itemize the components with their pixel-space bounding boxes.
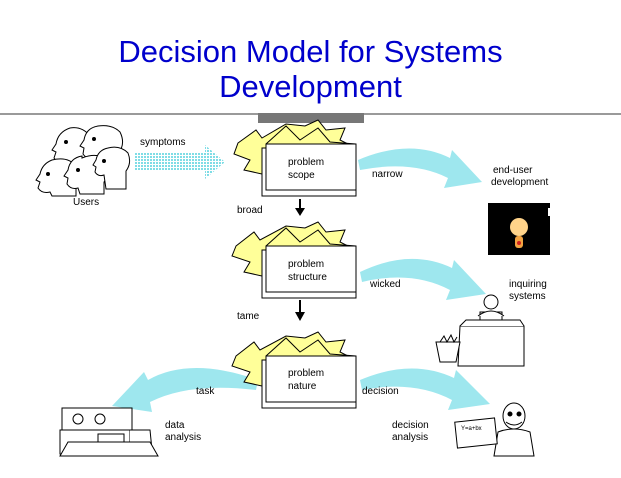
symptoms-label: symptoms	[140, 137, 186, 148]
down-arrow-1	[295, 199, 305, 216]
problem-scope-box	[233, 119, 357, 197]
box-nature-label-1: problem	[288, 368, 325, 379]
box-scope-label-2: scope	[288, 170, 315, 181]
page-title-line-1: Decision Model for Systems	[118, 34, 503, 69]
inquiring-label-1: inquiring	[509, 279, 547, 290]
symptoms-arrow	[135, 145, 225, 179]
end-user-label-1: end-user	[493, 165, 533, 176]
decision-arrow	[360, 368, 490, 410]
narrow-arrow	[358, 148, 482, 188]
box-structure-label-2: structure	[288, 272, 327, 283]
wicked-arrow	[360, 258, 486, 300]
page-title-line-2: Development	[219, 69, 402, 104]
title-divider-bar	[258, 113, 364, 123]
narrow-label: narrow	[372, 169, 403, 180]
decision-analysis-label-2: analysis	[392, 432, 429, 443]
problem-structure-box	[231, 221, 357, 299]
users-heads-icon	[35, 125, 131, 197]
decision-analysis-label-1: decision	[392, 420, 429, 431]
decision-label: decision	[362, 386, 399, 397]
down-arrow-2	[295, 300, 305, 321]
wicked-label: wicked	[370, 279, 401, 290]
tame-label: tame	[237, 311, 260, 322]
end-user-development-icon	[488, 203, 552, 255]
task-label: task	[196, 386, 215, 397]
inquiring-systems-desk-icon	[435, 294, 525, 367]
end-user-label-2: development	[491, 177, 549, 188]
box-scope-label-1: problem	[288, 157, 325, 168]
inquiring-label-2: systems	[509, 291, 546, 302]
task-arrow	[112, 368, 258, 412]
broad-label: broad	[237, 205, 263, 216]
problem-nature-box	[231, 331, 357, 409]
data-analysis-computer-icon	[59, 407, 159, 457]
data-analysis-label-2: analysis	[165, 432, 202, 443]
users-label: Users	[73, 197, 100, 208]
screen-equation-text: Y=a+bx	[461, 426, 482, 432]
data-analysis-label-1: data	[165, 420, 185, 431]
box-nature-label-2: nature	[288, 381, 317, 392]
box-structure-label-1: problem	[288, 259, 325, 270]
decision-analysis-person-icon	[454, 402, 535, 457]
